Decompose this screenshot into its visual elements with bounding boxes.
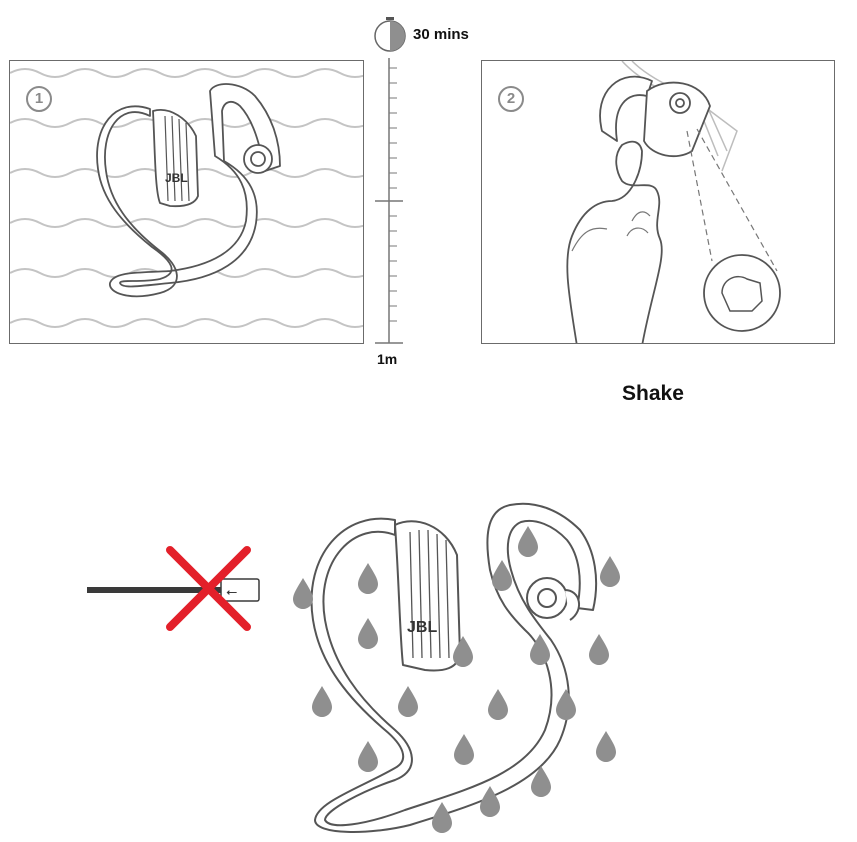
no-charging-icon: ⭠ [85, 545, 265, 635]
wet-headphones-illustration: JBL [285, 490, 635, 835]
bottom-brand-logo: JBL [407, 619, 437, 636]
timer-icon [373, 17, 407, 53]
step2-panel: 2 [481, 60, 835, 344]
step1-brand-logo: JBL [165, 171, 188, 185]
step1-number: 1 [26, 86, 52, 112]
shake-caption: Shake [622, 382, 684, 406]
shake-illustration [482, 61, 834, 343]
depth-scale [375, 58, 405, 348]
svg-text:⭠: ⭠ [226, 584, 237, 600]
depth-label: 1m [377, 351, 397, 367]
underwater-illustration: JBL [10, 61, 363, 343]
step1-panel: JBL 1 [9, 60, 364, 344]
step2-number: 2 [498, 86, 524, 112]
timer-label: 30 mins [413, 26, 469, 43]
